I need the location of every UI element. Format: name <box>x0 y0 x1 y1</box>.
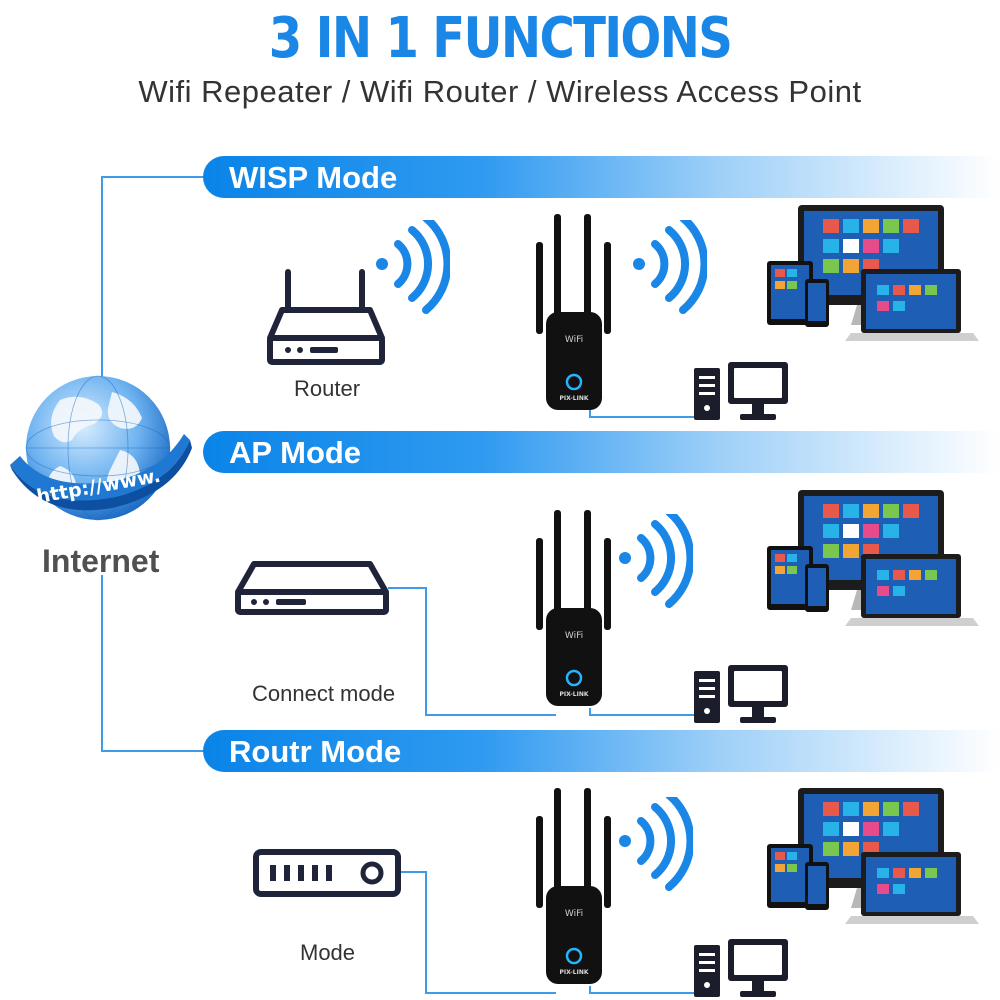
client-devices-icon <box>767 205 979 341</box>
router-modem-cable <box>401 871 556 994</box>
device-badge: WiFi <box>565 335 583 345</box>
mode-bar-router: Routr Mode <box>203 730 1000 772</box>
repeater-device-icon: WiFi PIX-LINK <box>536 214 611 410</box>
wifi-waves-icon <box>619 514 693 608</box>
ap-lan-cable <box>388 587 556 716</box>
client-devices-icon <box>767 788 979 924</box>
desktop-pc-icon <box>694 665 788 723</box>
internet-globe-icon: http://www. <box>10 375 192 521</box>
device-badge: WiFi <box>565 631 583 641</box>
device-brand: PIX-LINK <box>560 691 589 698</box>
device-brand: PIX-LINK <box>560 395 589 402</box>
desktop-pc-icon <box>694 939 788 997</box>
internet-label: Internet <box>42 543 160 579</box>
switch-icon <box>235 561 389 615</box>
router-label: Router <box>294 376 361 401</box>
modem-icon <box>253 849 401 897</box>
device-brand: PIX-LINK <box>560 969 589 976</box>
repeater-device-icon: WiFi PIX-LINK <box>536 510 611 706</box>
wifi-waves-icon <box>376 220 450 314</box>
ap-pc-cable <box>589 708 697 716</box>
wifi-waves-icon <box>619 797 693 891</box>
modem-label: Mode <box>300 940 356 965</box>
repeater-device-icon: WiFi PIX-LINK <box>536 788 611 984</box>
router-icon <box>267 269 385 365</box>
client-devices-icon <box>767 490 979 626</box>
page-subtitle: Wifi Repeater / Wifi Router / Wireless A… <box>138 74 862 109</box>
device-badge: WiFi <box>565 909 583 919</box>
internet-trunk-line-lower <box>101 575 214 752</box>
internet-trunk-line <box>101 176 214 388</box>
wisp-pc-cable <box>589 408 697 418</box>
wifi-waves-icon <box>633 220 707 314</box>
mode-label-ap: AP Mode <box>229 435 362 470</box>
desktop-pc-icon <box>694 362 788 420</box>
mode-bar-ap: AP Mode <box>203 431 1000 473</box>
mode-label-wisp: WISP Mode <box>229 160 398 195</box>
connect-mode-label: Connect mode <box>252 681 396 706</box>
mode-bar-wisp: WISP Mode <box>203 156 1000 198</box>
page-title: 3 IN 1 FUNCTIONS <box>268 6 733 71</box>
mode-label-router: Routr Mode <box>229 734 402 769</box>
router-pc-cable <box>589 986 697 994</box>
